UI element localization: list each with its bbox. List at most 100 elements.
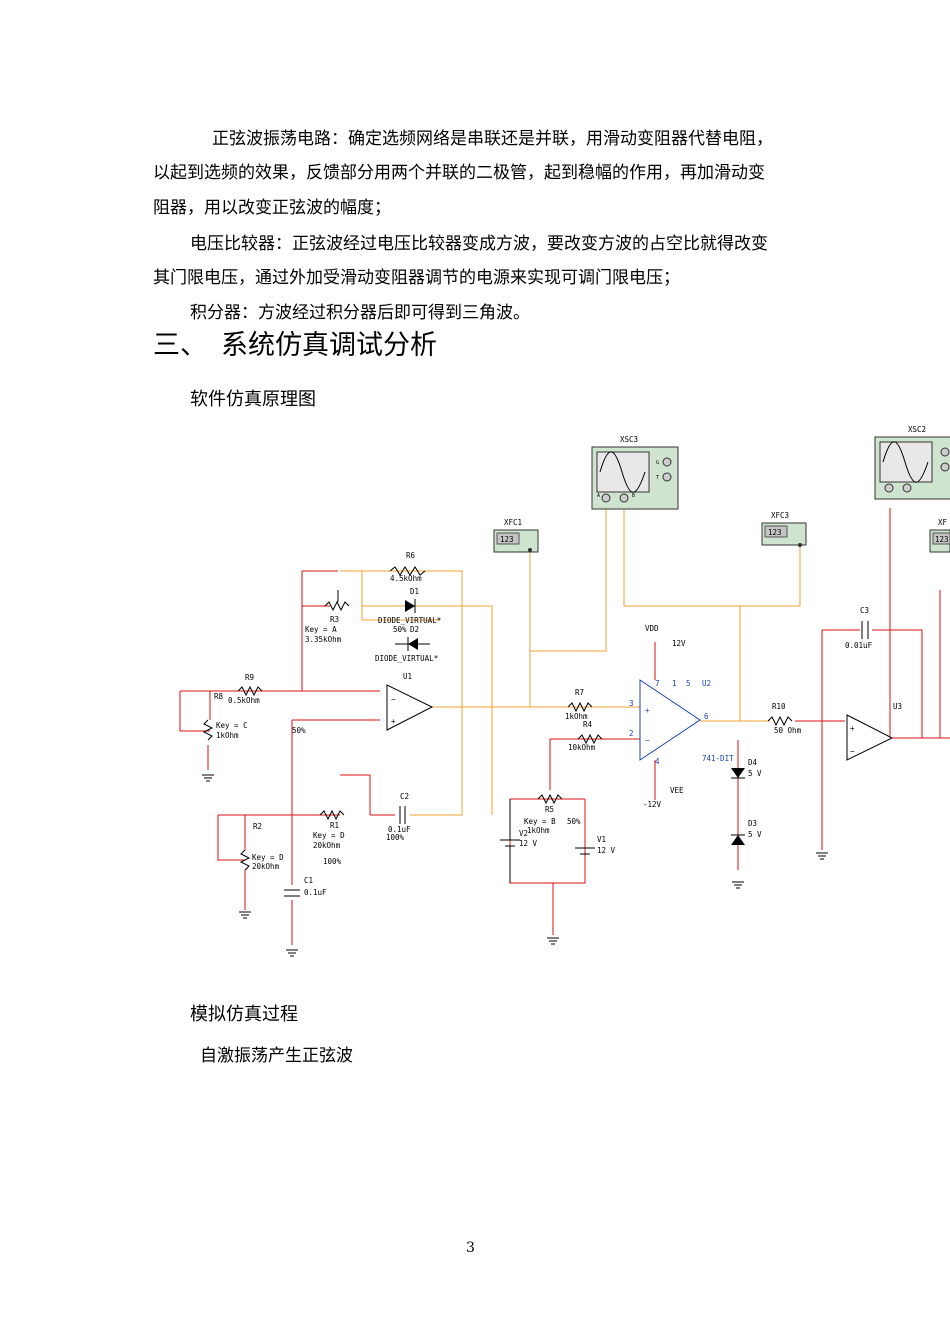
xsc2-label: XSC2	[908, 425, 926, 434]
wire-orange	[340, 570, 463, 816]
svg-text:−: −	[850, 747, 855, 756]
section-number: 三、	[153, 330, 207, 361]
potentiometer-r8	[202, 719, 214, 741]
xfc1-display: 123	[500, 535, 514, 544]
section-title: 系统仿真调试分析	[221, 330, 437, 361]
svg-text:+: +	[645, 706, 650, 715]
counter-xfc3[interactable]	[761, 522, 807, 547]
xfc3-label: XFC3	[771, 511, 789, 520]
diode-d1	[405, 599, 416, 613]
u2-pin2: 2	[629, 729, 634, 738]
r1-value: 20kOhm	[313, 841, 341, 850]
wire-red	[340, 774, 371, 815]
counter-xfc-right[interactable]	[929, 529, 950, 553]
paragraph-sine-line3: 阻器，用以改变正弦波的幅度；	[153, 198, 391, 218]
wire-red	[509, 799, 586, 884]
opamp-u3: + −	[846, 714, 894, 761]
u3-label: U3	[893, 702, 902, 711]
r6-label: R6	[406, 551, 416, 560]
probe-b-label: B	[632, 493, 635, 499]
subheading-step1: 自激振荡产生正弦波	[200, 1046, 353, 1066]
r3-label: R3	[330, 615, 339, 624]
r5-label: R5	[545, 805, 554, 814]
xfc-right-display: 123	[935, 535, 949, 544]
r5-key: Key = B	[524, 817, 556, 826]
wire-orange	[623, 508, 801, 607]
r9-value: 0.5kOhm	[228, 696, 260, 705]
wire-orange	[440, 605, 493, 815]
c1-label: C1	[304, 876, 313, 885]
probe-a-label: A	[597, 493, 600, 499]
paragraph-sine-line2: 以起到选频的效果，反馈部分用两个并联的二极管，起到稳幅的作用，再加滑动变	[153, 163, 765, 183]
r8-pct: 50%	[292, 726, 306, 735]
r8-label: R8	[214, 692, 224, 701]
d2-label: D2	[410, 625, 419, 634]
r8-key: Key = C	[216, 721, 248, 730]
svg-text:−: −	[391, 695, 396, 704]
r5-pct: 50%	[567, 817, 581, 826]
r3-value: 3.35kOhm	[305, 635, 342, 644]
v1-label: V1	[597, 835, 606, 844]
battery-v2	[500, 799, 520, 883]
oscilloscope-xsc2[interactable]	[874, 436, 950, 500]
circuit-schematic: XSC3 G T A B XSC2 123 XFC1 123 XFC3 123 …	[179, 425, 950, 957]
d1-label: D1	[410, 587, 419, 596]
d4-label: D4	[748, 758, 758, 767]
paragraph-comparator-line2: 其门限电压，通过外加受滑动变阻器调节的电源来实现可调门限电压；	[153, 268, 680, 288]
opamp-u2: + −	[639, 679, 701, 761]
paragraph-sine-line1: 正弦波振荡电路：确定选频网络是串联还是并联，用滑动变阻器代替电阻，	[212, 129, 773, 149]
vdd-value: 12V	[672, 639, 686, 648]
ground-symbol	[239, 911, 251, 919]
u1-label: U1	[403, 672, 412, 681]
counter-xfc1[interactable]	[493, 529, 539, 553]
r8-value: 1kOhm	[216, 731, 239, 740]
vee-value: -12V	[643, 800, 662, 809]
paragraph-comparator-line1: 电压比较器：正弦波经过电压比较器变成方波，要改变方波的占空比就得改变	[190, 234, 768, 254]
zener-d3	[731, 834, 745, 845]
vee-label: VEE	[670, 786, 684, 795]
r2-key: Key = D	[252, 853, 284, 862]
c3-label: C3	[860, 606, 869, 615]
u2-pin1: 1	[672, 679, 677, 688]
d3-value: 5 V	[748, 830, 762, 839]
xsc3-label: XSC3	[620, 435, 638, 444]
page-number: 3	[466, 1240, 475, 1256]
v2-value: 12 V	[519, 839, 538, 848]
wire-red	[179, 691, 210, 732]
d4-value: 5 V	[748, 769, 762, 778]
u2-model: 741-DIT	[702, 754, 734, 763]
probe-g-label: G	[656, 460, 659, 466]
wire-red	[217, 815, 245, 861]
ground-symbol	[202, 774, 214, 782]
r3-key: Key = A	[305, 625, 337, 634]
r7-label: R7	[575, 688, 584, 697]
r7-value: 1kOhm	[565, 712, 588, 721]
subheading-schematic: 软件仿真原理图	[190, 389, 316, 410]
ground-symbol	[547, 937, 559, 945]
r5-value: 1kOhm	[527, 826, 550, 835]
vdd-label: VDD	[645, 624, 659, 633]
r1-label: R1	[330, 821, 339, 830]
capacitor-c1	[284, 889, 300, 897]
wire-red	[872, 629, 923, 738]
r1-pct: 100%	[323, 857, 342, 866]
c2-pct: 100%	[386, 833, 405, 842]
svg-text:+: +	[391, 717, 396, 726]
u2-pin6: 6	[704, 712, 709, 721]
resistor-r9	[237, 685, 263, 697]
v1-value: 12 V	[597, 846, 616, 855]
c3-value: 0.01uF	[845, 641, 873, 650]
ground-symbol	[816, 852, 828, 860]
xfc1-label: XFC1	[504, 518, 522, 527]
paragraph-integrator-line1: 积分器：方波经过积分器后即可得到三角波。	[190, 303, 530, 323]
u2-pin5: 5	[686, 679, 691, 688]
section-heading: 三、系统仿真调试分析	[153, 323, 437, 362]
ground-symbol	[286, 949, 298, 957]
ground-symbol	[732, 881, 744, 889]
probe-t-label: T	[656, 475, 659, 481]
oscilloscope-xsc3[interactable]	[591, 446, 679, 510]
r1-key: Key = D	[313, 831, 345, 840]
r4-value: 10kOhm	[568, 743, 596, 752]
u2-pin3: 3	[629, 699, 634, 708]
opamp-u1: − +	[386, 684, 434, 731]
